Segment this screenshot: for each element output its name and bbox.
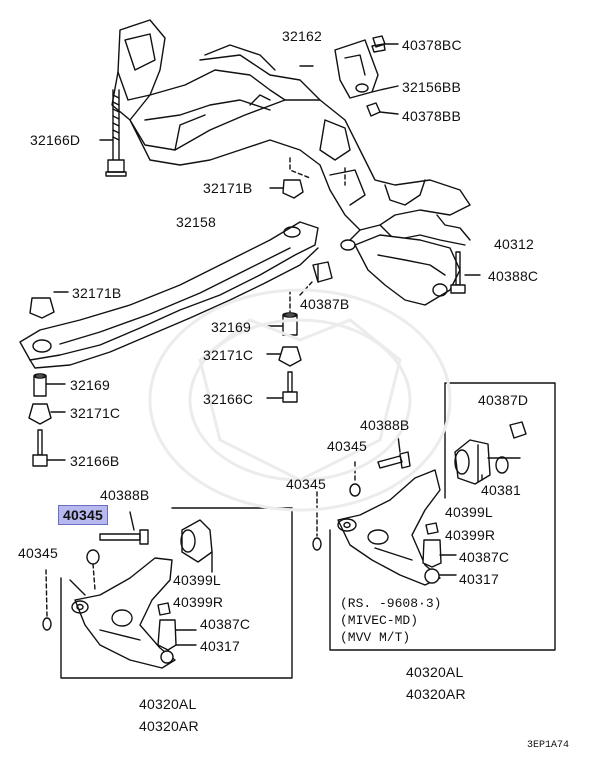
applicability-note-line-1: (RS. -9608·3) bbox=[340, 596, 442, 611]
bolt-40378BC bbox=[371, 35, 399, 53]
label-40317-right: 40317 bbox=[459, 571, 499, 587]
label-40378BB: 40378BB bbox=[402, 108, 462, 124]
label-32169-left: 32169 bbox=[70, 377, 110, 393]
bolt-40388C bbox=[450, 251, 481, 294]
label-40345-highlighted[interactable]: 40345 bbox=[58, 505, 108, 525]
label-40345-rmid: 40345 bbox=[327, 438, 367, 454]
label-40399L-left: 40399L bbox=[173, 572, 221, 588]
nut-40378BB bbox=[366, 102, 399, 117]
crossmember-32162 bbox=[111, 19, 471, 251]
bolt-32166B bbox=[32, 429, 66, 467]
label-40345-rleft: 40345 bbox=[286, 476, 326, 492]
label-32156BB: 32156BB bbox=[402, 79, 462, 95]
front-arm-assembly bbox=[354, 214, 471, 306]
nut-40387B bbox=[299, 261, 333, 296]
label-40320AR-left: 40320AR bbox=[139, 718, 199, 734]
label-40387C-left: 40387C bbox=[200, 616, 251, 632]
label-32158: 32158 bbox=[176, 214, 216, 230]
right-lower-arm-box bbox=[312, 382, 556, 651]
diagram-code: 3EP1A74 bbox=[527, 740, 570, 751]
label-40320AR-right: 40320AR bbox=[406, 686, 466, 702]
label-32171C-mid: 32171C bbox=[203, 347, 254, 363]
label-32166C: 32166C bbox=[203, 391, 254, 407]
label-40312: 40312 bbox=[494, 236, 534, 252]
label-32171B-left: 32171B bbox=[72, 285, 122, 301]
bolt-32166C bbox=[266, 371, 298, 403]
label-32166D: 32166D bbox=[30, 132, 81, 148]
bushing-32171C-left bbox=[28, 403, 66, 425]
label-32169-mid: 32169 bbox=[211, 319, 251, 335]
bushing-32171C-mid bbox=[266, 346, 302, 367]
label-40381: 40381 bbox=[481, 482, 521, 498]
label-40388B-right: 40388B bbox=[360, 417, 410, 433]
bushing-32171B-left bbox=[29, 291, 69, 319]
label-40399R-right: 40399R bbox=[445, 527, 496, 543]
bracket-32156BB bbox=[334, 39, 399, 99]
label-40317-left: 40317 bbox=[200, 638, 240, 654]
label-40320AL-right: 40320AL bbox=[406, 664, 464, 680]
label-40378BC: 40378BC bbox=[402, 37, 462, 53]
left-lower-arm-box bbox=[42, 507, 293, 679]
label-40388C: 40388C bbox=[488, 268, 539, 284]
sleeve-32169-left bbox=[33, 373, 66, 397]
label-32171B-top: 32171B bbox=[203, 180, 253, 196]
label-40399L-right: 40399L bbox=[445, 504, 493, 520]
label-40387B: 40387B bbox=[300, 296, 350, 312]
bolt-32166D bbox=[99, 89, 127, 177]
label-40320AL-left: 40320AL bbox=[139, 696, 197, 712]
label-32162: 32162 bbox=[282, 28, 322, 44]
label-40387C-right: 40387C bbox=[459, 549, 510, 565]
watermark-emblem bbox=[148, 288, 452, 512]
label-40345-left: 40345 bbox=[18, 545, 58, 561]
label-32171C-left: 32171C bbox=[70, 405, 121, 421]
applicability-note-line-2: (MIVEC-MD) bbox=[340, 613, 419, 628]
crossmember-32158 bbox=[19, 221, 319, 369]
label-40388B-left: 40388B bbox=[100, 487, 150, 503]
applicability-note-line-3: (MVV M/T) bbox=[340, 630, 411, 645]
bushing-32171B-top bbox=[269, 179, 304, 199]
label-40399R-left: 40399R bbox=[173, 594, 224, 610]
label-32166B: 32166B bbox=[70, 453, 120, 469]
label-40387D: 40387D bbox=[478, 392, 529, 408]
